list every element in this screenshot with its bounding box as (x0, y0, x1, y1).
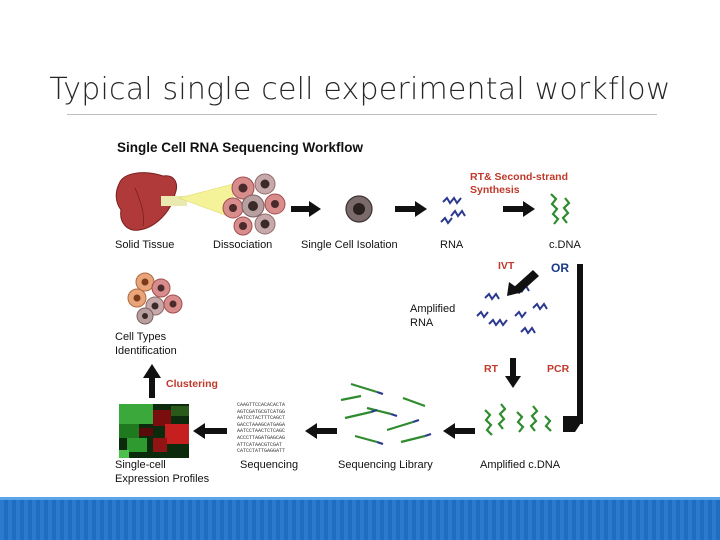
ivt-arrow (507, 270, 539, 296)
label-amplified-rna-1: Amplified (410, 303, 456, 315)
label-rna: RNA (440, 239, 464, 251)
arrow-to-sequencing (305, 423, 337, 439)
arrow-to-expression (193, 423, 227, 439)
sequencing-library-icon (340, 382, 432, 446)
label-rt: RT (484, 363, 498, 375)
slide-footer-bar (0, 497, 720, 540)
single-cell-icon (345, 195, 373, 223)
label-sequencing-library: Sequencing Library (338, 459, 433, 471)
label-sequencing: Sequencing (240, 459, 299, 471)
diagram-heading: Single Cell RNA Sequencing Workflow (117, 140, 364, 155)
label-clustering: Clustering (166, 378, 218, 390)
label-ivt: IVT (498, 260, 515, 272)
arrow-to-isolation (291, 201, 321, 217)
label-rt-second-strand-1: RT& Second-strand (470, 171, 569, 183)
arrow-to-cdna (503, 201, 535, 217)
slide-footer-highlight (0, 497, 720, 500)
rt-arrow (505, 358, 521, 388)
label-or: OR (551, 261, 569, 275)
label-pcr: PCR (547, 363, 570, 375)
workflow-graphics (115, 172, 583, 458)
arrow-to-rna (395, 201, 427, 217)
solid-tissue-icon (115, 172, 187, 231)
label-expression-1: Single-cell (115, 459, 166, 471)
label-amplified-rna-2: RNA (410, 317, 434, 329)
label-single-cell-isolation: Single Cell Isolation (301, 239, 398, 251)
dissociated-cells-icon (222, 173, 286, 236)
workflow-diagram: Single Cell RNA Sequencing Workflow Soli… (105, 132, 605, 492)
label-cell-types-2: Identification (115, 345, 177, 357)
or-path-elbow (563, 416, 581, 424)
label-solid-tissue: Solid Tissue (115, 239, 175, 251)
arrow-to-library (443, 423, 475, 439)
cell-types-icon (127, 272, 183, 325)
label-rt-second-strand-2: Synthesis (470, 184, 520, 196)
expression-heatmap (119, 404, 189, 458)
label-dissociation: Dissociation (213, 239, 273, 251)
rna-icon (440, 196, 466, 225)
slide-title: Typical single cell experimental workflo… (49, 72, 671, 107)
label-amplified-cdna: Amplified c.DNA (480, 459, 561, 471)
clustering-arrow (143, 364, 161, 398)
label-expression-2: Expression Profiles (115, 473, 210, 485)
label-cdna: c.DNA (549, 239, 581, 251)
amplified-cdna-icon (484, 403, 552, 436)
sequence-reads: CAAGTTCCACACACTA AGTCGATGCGTCATGG AATCCT… (237, 402, 286, 455)
title-divider (67, 114, 657, 115)
or-path-arrow (563, 264, 583, 432)
label-cell-types-1: Cell Types (115, 331, 167, 343)
cdna-icon (550, 193, 571, 225)
